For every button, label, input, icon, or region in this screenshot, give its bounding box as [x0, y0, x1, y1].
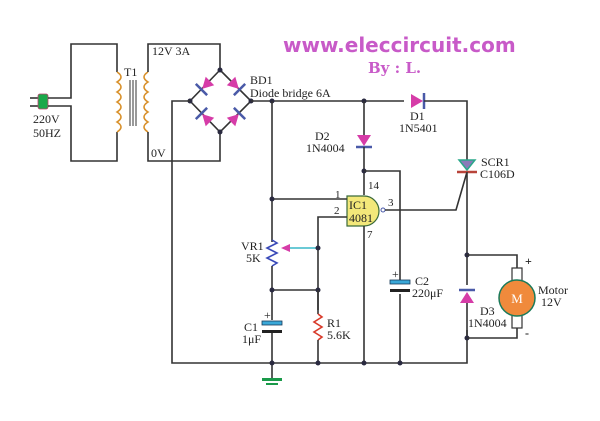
- secondary-wire-top: [147, 43, 221, 72]
- ground-icon: [262, 378, 282, 385]
- author-credit: By : L.: [368, 59, 421, 77]
- junction: [361, 360, 367, 366]
- r1-ref: R1: [327, 316, 341, 330]
- c1-ref: C1: [244, 320, 258, 334]
- motor-minus: -: [525, 326, 529, 340]
- c1-plus: +: [264, 308, 271, 322]
- ic-ref: IC1: [349, 198, 367, 212]
- junction: [269, 287, 275, 293]
- secondary-bottom-label: 0V: [151, 146, 166, 160]
- transformer-ref: T1: [124, 65, 137, 79]
- junction: [269, 196, 275, 202]
- transformer-t1: [115, 71, 150, 133]
- motor: [498, 267, 536, 329]
- vr1-ref: VR1: [241, 239, 264, 253]
- d1-ref: D1: [410, 109, 425, 123]
- bridge-rectifier: [187, 67, 254, 135]
- ic-pin14: 14: [368, 180, 380, 192]
- junction: [269, 360, 275, 366]
- ground-rail: [171, 100, 468, 364]
- website-title: www.eleccircuit.com: [283, 33, 516, 57]
- ic-pin3: 3: [388, 197, 394, 209]
- d2-ref: D2: [315, 129, 330, 143]
- primary-wire-top: [48, 43, 118, 99]
- vr1-value: 5K: [246, 251, 261, 265]
- ic-pin1: 1: [335, 189, 341, 201]
- motor-plus-wire: [467, 254, 518, 270]
- diode-d2: [356, 135, 372, 149]
- d3-part: 1N4004: [468, 316, 507, 330]
- secondary-wire-bottom: [147, 132, 221, 162]
- pin2-wire: [317, 216, 347, 310]
- capacitor-c1: [261, 320, 283, 333]
- primary-wire-bottom: [48, 105, 118, 162]
- d1-part: 1N5401: [399, 121, 438, 135]
- junction: [315, 245, 321, 251]
- diode-d3: [459, 288, 475, 303]
- d3-ref: D3: [480, 304, 495, 318]
- d2-part: 1N4004: [306, 141, 345, 155]
- resistor-r1: [312, 313, 324, 341]
- junction: [397, 360, 403, 366]
- ic-pin7: 7: [367, 229, 373, 241]
- d1-to-scr-wire: [424, 100, 468, 160]
- diode-d1: [411, 93, 426, 109]
- c1-value: 1μF: [242, 332, 261, 346]
- r1-value: 5.6K: [327, 328, 351, 342]
- motor-minus-wire: [467, 325, 518, 339]
- input-voltage-label: 220V: [33, 112, 60, 126]
- motor-plus: +: [525, 254, 532, 268]
- power-plug: [30, 93, 49, 110]
- bridge-ref: BD1: [250, 73, 273, 87]
- c2-plus: +: [392, 267, 399, 281]
- scr-thyristor: [457, 159, 477, 174]
- c2-value: 220μF: [412, 286, 443, 300]
- scr-ref: SCR1: [481, 155, 510, 169]
- secondary-top-label: 12V 3A: [152, 44, 190, 58]
- ic-pin2: 2: [334, 205, 340, 217]
- scr-part: C106D: [480, 167, 515, 181]
- gate-wire: [385, 171, 468, 211]
- motor-symbol: M: [511, 291, 523, 306]
- motor-voltage: 12V: [541, 295, 562, 309]
- ic1-and-gate: [346, 195, 386, 227]
- ic-part: 4081: [349, 211, 373, 225]
- bridge-desc: Diode bridge 6A: [250, 86, 331, 100]
- vdd-to-c2-wire: [364, 170, 401, 280]
- capacitor-c2: [389, 279, 411, 292]
- motor-label: Motor: [538, 283, 568, 297]
- c2-ref: C2: [415, 274, 429, 288]
- potentiometer-vr1: [265, 239, 318, 267]
- input-frequency-label: 50HZ: [33, 126, 61, 140]
- junction: [315, 360, 321, 366]
